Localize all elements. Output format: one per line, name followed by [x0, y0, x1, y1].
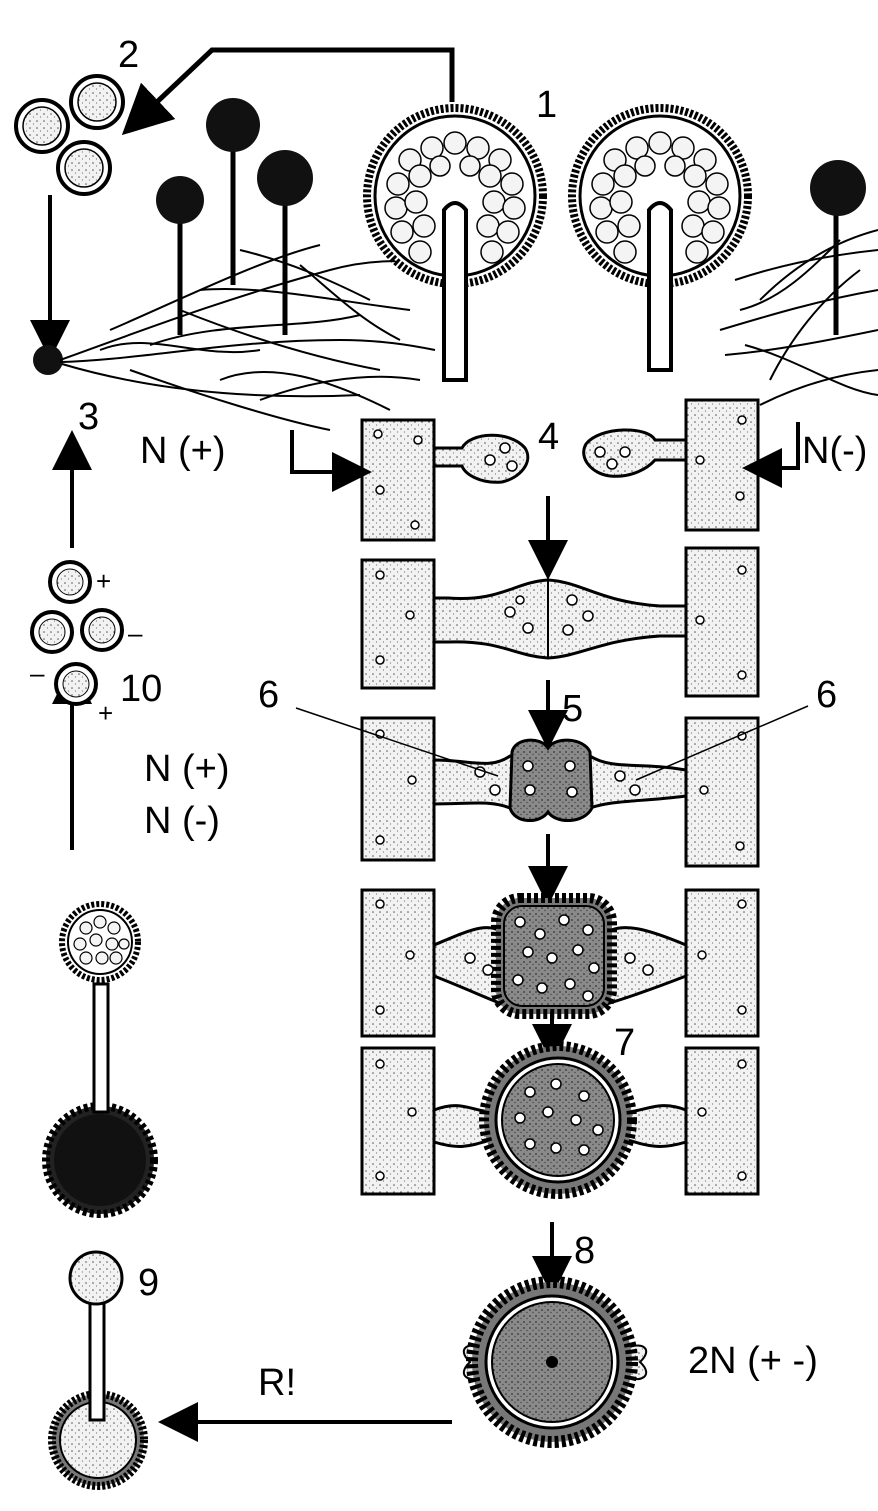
zygospore-mature — [360, 1041, 760, 1199]
sporangium-large-right — [568, 104, 752, 372]
step-3: 3 — [78, 396, 100, 438]
hyphae-stage-4 — [360, 398, 760, 542]
arrow-minus-to-hyphae — [742, 422, 800, 488]
label-spores-plus: N (+) — [144, 748, 230, 790]
step-1: 1 — [536, 84, 558, 126]
label-spores-minus: N (-) — [144, 800, 220, 842]
sporangiophores-left — [156, 98, 313, 335]
step-4: 4 — [538, 416, 560, 458]
sporangiophore-right — [810, 160, 866, 335]
hyphae-contact — [360, 546, 760, 698]
spore-sign-left: – — [30, 658, 45, 688]
step-8: 8 — [574, 1230, 596, 1272]
step-5: 5 — [562, 688, 584, 730]
label-zygospore: 2N (+ -) — [688, 1340, 818, 1382]
germ-sporangium — [42, 901, 158, 1218]
arrow-sporangium-to-spores — [121, 47, 455, 136]
pointer-6-left — [295, 707, 499, 777]
step-7: 7 — [614, 1022, 636, 1064]
germinating-zygospore — [48, 1250, 148, 1490]
step-10: 10 — [120, 668, 163, 710]
spore-sign-top: + — [96, 566, 112, 596]
label-mycelium-plus: N (+) — [140, 430, 226, 472]
step-9: 9 — [138, 1262, 160, 1304]
spore-sign-bottom: + — [98, 698, 114, 728]
step-6-left: 6 — [258, 674, 280, 716]
zygospore-diploid — [462, 1276, 648, 1448]
sporangium-large-left — [363, 104, 547, 382]
label-meiosis: R! — [258, 1362, 296, 1404]
young-zygospore — [360, 888, 760, 1038]
label-mycelium-minus: N(-) — [802, 430, 868, 472]
step-6-right: 6 — [816, 674, 838, 716]
pointer-6-right — [635, 705, 809, 781]
mycelium-minus — [719, 229, 878, 406]
spore-sign-right: – — [128, 618, 143, 648]
gametangia — [360, 716, 760, 868]
arrow-plus-to-hyphae — [290, 430, 372, 492]
haploid-spores — [30, 560, 124, 706]
step-2: 2 — [118, 34, 140, 76]
released-spores — [14, 74, 125, 196]
